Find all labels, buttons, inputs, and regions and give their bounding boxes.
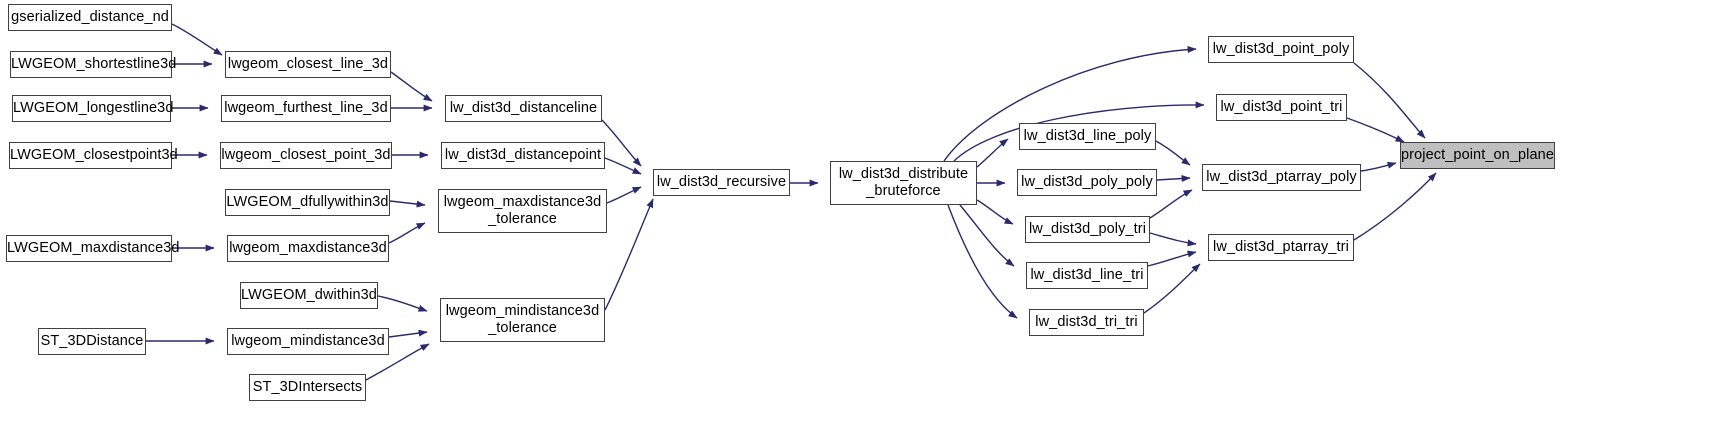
graph-node-label: lw_dist3d_line_tri [1030,267,1144,283]
graph-node-label: LWGEOM_dwithin3d [241,287,377,303]
call-edge [388,329,428,338]
call-edge [1353,62,1426,139]
graph-node-label: lw_dist3d_poly_poly [1021,174,1153,190]
call-edge [389,200,426,208]
graph-node-label: gserialized_distance_nd [11,9,169,25]
graph-node-lwgeom-maxdistance3d-tolerance[interactable]: lwgeom_maxdistance3d _tolerance [438,189,607,233]
graph-node-LWGEOM-longestline3d[interactable]: LWGEOM_longestline3d [12,95,174,122]
call-edge [1147,250,1197,267]
call-edge [976,138,1009,168]
graph-node-lw-dist3d-ptarray-tri[interactable]: lw_dist3d_ptarray_tri [1208,234,1354,261]
graph-node-label: lw_dist3d_tri_tri [1035,314,1138,330]
call-edge [388,222,426,244]
graph-node-label: lwgeom_closest_line_3d [227,56,389,72]
graph-node-label: lw_dist3d_ptarray_tri [1213,239,1349,255]
graph-node-label: lwgeom_mindistance3d [231,333,385,349]
call-edge [1143,263,1201,314]
graph-node-label: lw_dist3d_distribute _bruteforce [838,166,969,199]
graph-node-lwgeom-closest-point-3d[interactable]: lwgeom_closest_point_3d [220,142,392,169]
graph-node-lwgeom-maxdistance3d[interactable]: lwgeom_maxdistance3d [227,235,389,262]
graph-node-lw-dist3d-line-poly[interactable]: lw_dist3d_line_poly [1019,123,1156,150]
graph-node-LWGEOM-maxdistance3d[interactable]: LWGEOM_maxdistance3d [6,235,180,262]
call-edge [601,119,642,167]
graph-node-label: LWGEOM_longestline3d [13,100,174,116]
graph-node-label: lwgeom_maxdistance3d _tolerance [443,194,602,227]
graph-node-label: lw_dist3d_distanceline [449,100,598,116]
graph-node-label: lw_dist3d_line_poly [1023,128,1152,144]
graph-node-lw-dist3d-point-tri[interactable]: lw_dist3d_point_tri [1216,94,1347,121]
graph-node-lw-dist3d-line-tri[interactable]: lw_dist3d_line_tri [1026,262,1148,289]
graph-node-label: project_point_on_plane [1401,147,1554,163]
graph-node-label: lw_dist3d_point_tri [1220,99,1343,115]
graph-node-project-point-on-plane[interactable]: project_point_on_plane [1400,142,1555,169]
graph-node-gserialized-distance-nd[interactable]: gserialized_distance_nd [8,4,172,31]
graph-node-lw-dist3d-ptarray-poly[interactable]: lw_dist3d_ptarray_poly [1202,164,1361,191]
call-edge [1149,232,1197,247]
graph-node-lw-dist3d-point-poly[interactable]: lw_dist3d_point_poly [1208,36,1354,63]
graph-node-label: lw_dist3d_poly_tri [1028,221,1147,237]
graph-node-label: ST_3DIntersects [252,379,363,395]
graph-node-lw-dist3d-recursive[interactable]: lw_dist3d_recursive [653,169,790,196]
graph-node-lw-dist3d-distancepoint[interactable]: lw_dist3d_distancepoint [441,142,605,169]
graph-node-lwgeom-mindistance3d[interactable]: lwgeom_mindistance3d [227,328,389,355]
graph-node-label: lwgeom_furthest_line_3d [224,100,388,116]
graph-node-label: lw_dist3d_ptarray_poly [1206,169,1357,185]
graph-node-lwgeom-furthest-line-3d[interactable]: lwgeom_furthest_line_3d [221,95,391,122]
call-edge [1346,117,1405,143]
call-edge [1360,161,1397,172]
graph-node-ST-3DIntersects[interactable]: ST_3DIntersects [249,374,366,401]
call-edge [377,295,428,312]
graph-node-label: LWGEOM_closestpoint3d [10,147,178,163]
graph-node-label: lwgeom_mindistance3d _tolerance [445,303,600,336]
graph-node-lw-dist3d-distribute-bruteforce[interactable]: lw_dist3d_distribute _bruteforce [830,161,977,205]
call-edge [976,199,1014,225]
call-edge [947,204,1018,319]
graph-node-label: lwgeom_closest_point_3d [221,147,391,163]
graph-node-ST-3DDistance[interactable]: ST_3DDistance [38,328,146,355]
graph-node-lwgeom-mindistance3d-tolerance[interactable]: lwgeom_mindistance3d _tolerance [440,298,605,342]
call-edge [171,23,223,56]
graph-node-LWGEOM-dfullywithin3d[interactable]: LWGEOM_dfullywithin3d [225,189,390,216]
call-edge [959,204,1015,267]
graph-node-lw-dist3d-tri-tri[interactable]: lw_dist3d_tri_tri [1029,309,1144,336]
graph-node-lwgeom-closest-line-3d[interactable]: lwgeom_closest_line_3d [225,51,391,78]
graph-node-label: LWGEOM_shortestline3d [11,56,177,72]
graph-node-label: ST_3DDistance [40,333,144,349]
graph-node-LWGEOM-dwithin3d[interactable]: LWGEOM_dwithin3d [240,282,378,309]
graph-node-LWGEOM-shortestline3d[interactable]: LWGEOM_shortestline3d [10,51,177,78]
graph-node-label: LWGEOM_maxdistance3d [7,240,180,256]
call-edge [390,71,433,102]
graph-node-LWGEOM-closestpoint3d[interactable]: LWGEOM_closestpoint3d [9,142,178,169]
graph-node-label: lw_dist3d_point_poly [1212,41,1350,57]
call-edge [604,198,654,311]
graph-node-lw-dist3d-distanceline[interactable]: lw_dist3d_distanceline [445,95,602,122]
graph-node-lw-dist3d-poly-poly[interactable]: lw_dist3d_poly_poly [1017,169,1157,196]
graph-node-label: lwgeom_maxdistance3d [229,240,387,256]
graph-node-label: lw_dist3d_recursive [656,174,787,190]
call-edge [606,186,642,204]
call-edge [604,157,642,175]
call-edge [1353,172,1437,241]
graph-node-lw-dist3d-poly-tri[interactable]: lw_dist3d_poly_tri [1025,216,1150,243]
call-edge [1156,175,1191,183]
graph-node-label: LWGEOM_dfullywithin3d [226,194,389,210]
call-edge [1155,140,1191,166]
graph-node-label: lw_dist3d_distancepoint [444,147,602,163]
